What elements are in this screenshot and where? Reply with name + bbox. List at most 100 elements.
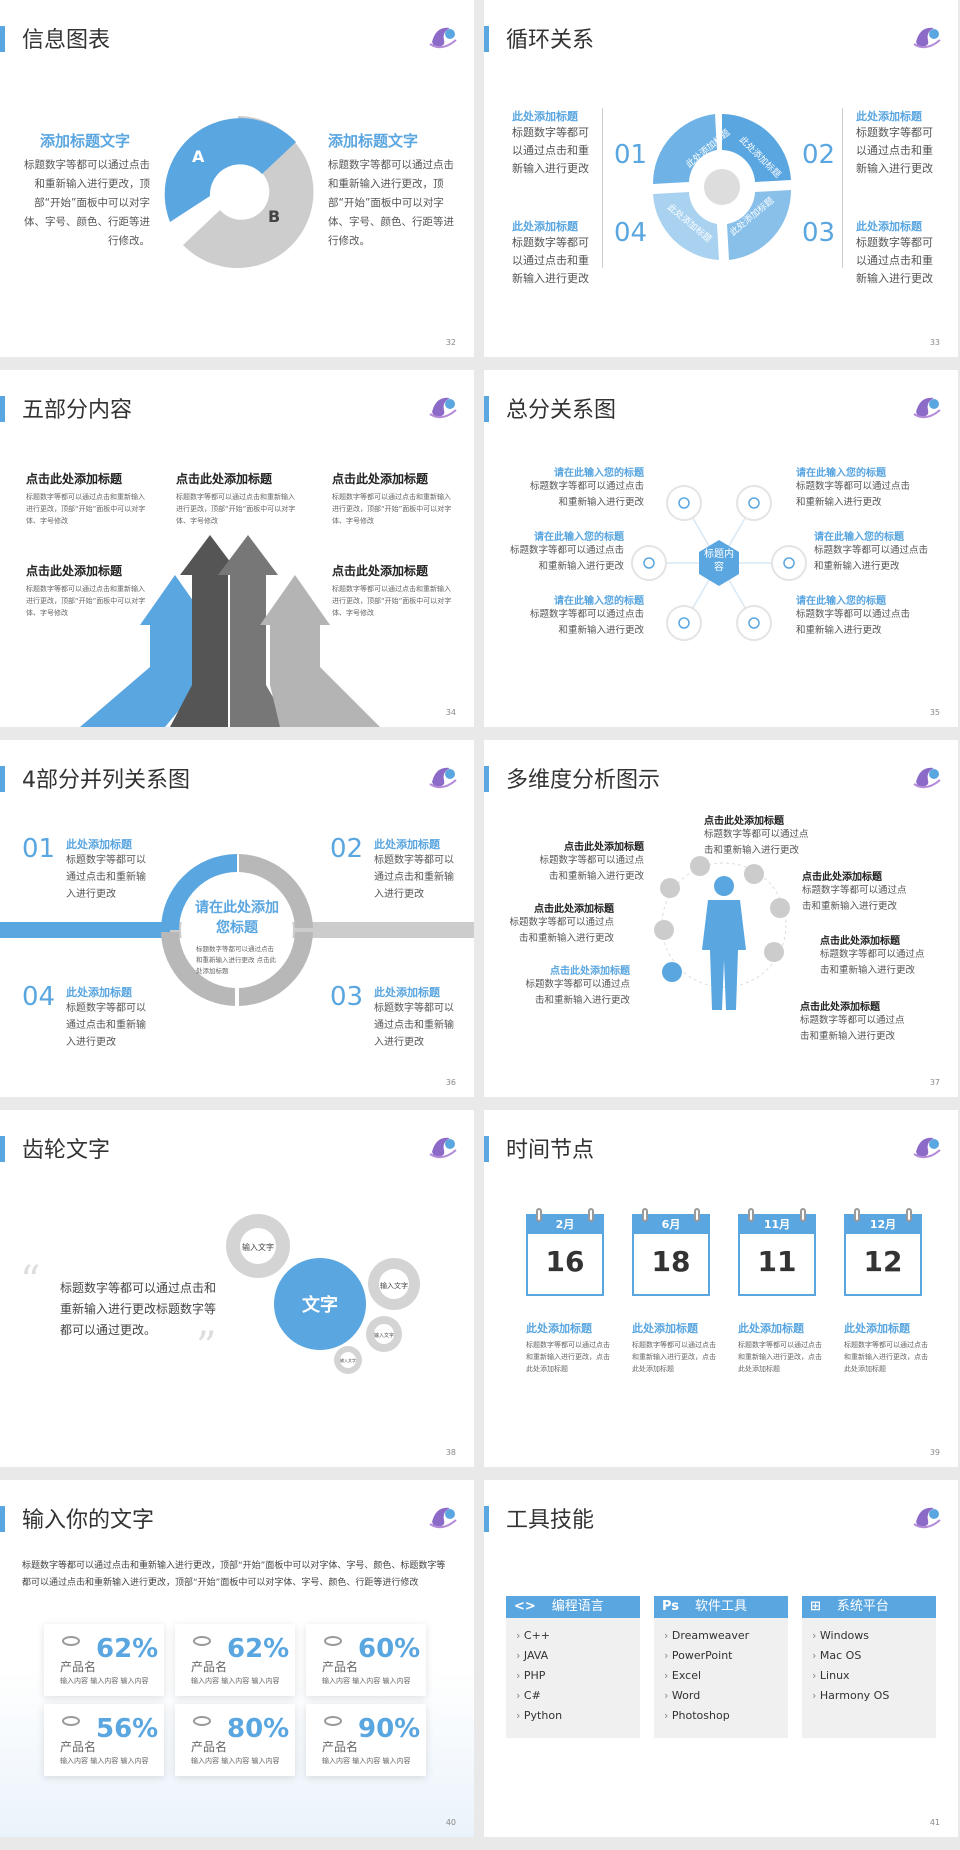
gear-main-label: 文字 [302, 1294, 338, 1316]
left-title: 添加标题文字 [40, 132, 131, 150]
item-title: 请在此输入您的标题 [534, 532, 624, 543]
logo-icon [429, 1507, 457, 1529]
icon-node [654, 920, 674, 940]
group-title: 系统平台 [836, 1599, 889, 1614]
donut-chart: A B [164, 116, 314, 268]
gears-graphic: 文字 输入文字 输入文字 输入文字 输入文字 [226, 1214, 420, 1374]
product-icon [62, 1636, 80, 1646]
skill-item: C# [516, 1686, 640, 1706]
right-title: 添加标题文字 [328, 132, 419, 150]
item-title: 此处添加标题 [374, 838, 440, 851]
item-title: 请在此输入您的标题 [796, 468, 886, 479]
item-3: 此处添加标题 标题数字等都可以通过点击和重新输入进行更改 [856, 218, 936, 288]
page-number: 35 [929, 708, 940, 717]
item-body: 标题数字等都可以通过点击和重新输入进行更改 [529, 609, 644, 636]
stat-percent: 56% [96, 1714, 159, 1744]
skill-item: Linux [812, 1666, 936, 1686]
gear-icon [631, 485, 807, 641]
cycle-ring: 此处添加标题 此处添加标题 此处添加标题 此处添加标题 [652, 114, 792, 260]
label-a: A [192, 147, 205, 166]
slide-37: 多维度分析图示 点击此处添加标题标题数字等都可以通过点击和重新输入进行更改 点击… [484, 740, 958, 1097]
hub-item: 请在此输入您的标题标题数字等都可以通过点击和重新输入进行更改 [814, 528, 934, 575]
stat-sub: 输入内容 输入内容 输入内容 [191, 1677, 280, 1685]
donut-segment-a [164, 118, 296, 222]
item-title: 此处添加标题 [844, 1322, 910, 1335]
logo-icon [913, 767, 941, 789]
stat-percent: 62% [227, 1634, 290, 1664]
item-title: 请在此输入您的标题 [796, 596, 886, 607]
page-number: 32 [445, 338, 456, 347]
item-body: 标题数字等都可以通过点击和重新输入进行更改，顶部“开始”面板中可以对字体、字号修… [26, 493, 146, 525]
logo-icon [429, 27, 457, 49]
slide-title: 工具技能 [506, 1508, 595, 1533]
page-number: 39 [929, 1448, 940, 1457]
page-number: 36 [445, 1078, 456, 1087]
slide-title: 输入你的文字 [22, 1508, 155, 1533]
item-body: 标题数字等都可以通过点击和重新输入进行更改，顶部“开始”面板中可以对字体、字号修… [26, 585, 146, 617]
item-title: 点击此处添加标题 [802, 872, 882, 883]
skill-item: C++ [516, 1626, 640, 1646]
stat-card: 62%产品名输入内容 输入内容 输入内容 [44, 1624, 164, 1696]
hub-item: 请在此输入您的标题标题数字等都可以通过点击和重新输入进行更改 [504, 528, 624, 575]
stat-card: 80%产品名输入内容 输入内容 输入内容 [175, 1704, 295, 1776]
gear-label: 输入文字 [380, 1281, 408, 1290]
stat-sub: 输入内容 输入内容 输入内容 [322, 1757, 411, 1765]
skill-item: Dreamweaver [664, 1626, 788, 1646]
item-body: 标题数字等都可以通过点击和重新输入进行更改 [539, 855, 644, 882]
slide-41: 工具技能 <>编程语言C++JAVAPHPC#Python Ps软件工具Drea… [484, 1480, 958, 1837]
title-bar [0, 1506, 5, 1532]
title-bar [484, 26, 489, 52]
page-number: 33 [929, 338, 940, 347]
product-icon [193, 1636, 211, 1646]
product-icon [193, 1716, 211, 1726]
logo-icon [913, 1137, 941, 1159]
slide-34: 五部分内容 点击此处添加标题标题数字等都可以通过点击和重新输入进行更改，顶部“开… [0, 370, 474, 727]
item-body: 标题数字等都可以通过点击和重新输入进行更改 [529, 481, 644, 508]
item-title: 此处添加标题 [526, 1322, 592, 1335]
skill-item: Excel [664, 1666, 788, 1686]
stat-percent: 80% [227, 1714, 290, 1744]
item-number: 01 [22, 834, 56, 864]
item-title: 点击此处添加标题 [704, 816, 784, 827]
item-body: 标题数字等都可以通过点击和重新输入进行更改 [856, 236, 933, 285]
item-body: 标题数字等都可以通过点击和重新输入进行更改 [856, 126, 933, 175]
item-title: 请在此输入您的标题 [554, 468, 644, 479]
page-number: 38 [445, 1448, 456, 1457]
center-title: 请在此处添加您标题 [195, 900, 279, 936]
item-body: 标题数字等都可以通过点击和重新输入进行更改 [374, 1003, 454, 1048]
logo-icon [429, 397, 457, 419]
title-bar [0, 766, 5, 792]
content-item: 点击此处添加标题标题数字等都可以通过点击和重新输入进行更改，顶部“开始”面板中可… [26, 470, 146, 527]
icon-node [770, 898, 790, 918]
item-body: 标题数字等都可以通过点击和重新输入进行更改 [66, 855, 146, 900]
title-bar [484, 1506, 489, 1532]
item-title: 此处添加标题 [66, 986, 132, 999]
skill-item: Photoshop [664, 1706, 788, 1726]
item-title: 点击此处添加标题 [534, 904, 614, 915]
slide-36: 4部分并列关系图 请在此处添加您标题 标题数字等都可以通过点击和重新输入进行更改… [0, 740, 474, 1097]
item-body: 标题数字等都可以通过点击和重新输入进行更改 [800, 1015, 905, 1042]
person-diagram [654, 856, 790, 1010]
slide-title: 时间节点 [506, 1138, 595, 1163]
skill-item: Harmony OS [812, 1686, 936, 1706]
slide-33: 循环关系 此处添加标题 标题数字等都可以通过点击和重新输入进行更改 01 02 … [484, 0, 958, 357]
hub-item: 请在此输入您的标题标题数字等都可以通过点击和重新输入进行更改 [796, 592, 916, 639]
icon-node [690, 856, 710, 876]
hub-item: 请在此输入您的标题标题数字等都可以通过点击和重新输入进行更改 [524, 464, 644, 511]
stat-name: 产品名 [322, 1740, 359, 1754]
quad-item: 此处添加标题标题数字等都可以通过点击和重新输入进行更改 [374, 836, 454, 903]
slide-title: 4部分并列关系图 [22, 768, 190, 793]
quote-close-icon: ” [196, 1324, 217, 1370]
title-bar [484, 396, 489, 422]
item-title: 此处添加标题 [66, 838, 132, 851]
item-title: 此处添加标题 [632, 1322, 698, 1335]
item-number: 02 [330, 834, 364, 864]
slide-title: 多维度分析图示 [506, 768, 661, 793]
center-body: 标题数字等都可以通过点击和重新输入进行更改 点击此处添加标题 [196, 945, 277, 975]
item-title: 点击此处添加标题 [550, 966, 630, 977]
analysis-item: 点击此处添加标题标题数字等都可以通过点击和重新输入进行更改 [534, 838, 644, 885]
ring-segment [722, 114, 791, 182]
quad-item: 此处添加标题标题数字等都可以通过点击和重新输入进行更改 [374, 984, 454, 1051]
